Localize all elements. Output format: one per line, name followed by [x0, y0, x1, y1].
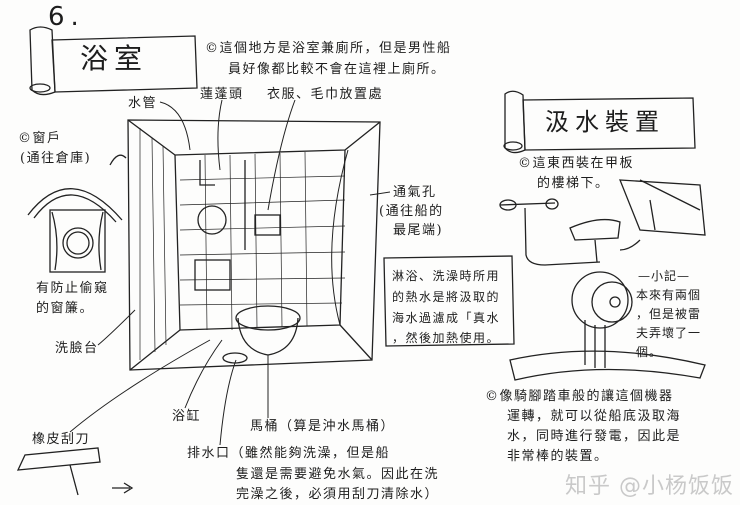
squeegee-drawing	[16, 447, 134, 496]
label-vent-sub: (通往船的	[379, 204, 444, 219]
pump-description-line: 水，同時進行發電，因此是	[507, 429, 682, 444]
label-vent-sub: 最尾端)	[393, 223, 444, 238]
label-squeegee: 橡皮刮刀	[32, 432, 91, 447]
label-clothes-towel: 衣服、毛巾放置處	[267, 87, 384, 102]
pump-description-line: 運轉，就可以從船底汲取海	[507, 409, 682, 424]
leader-lines	[69, 99, 391, 446]
hot-water-note-box	[383, 255, 515, 347]
label-washbasin: 洗臉台	[55, 341, 99, 356]
label-drain: 排水口（雖然能夠洗澡，但是船	[187, 446, 391, 461]
watermark: 知乎 @小杨饭饭	[565, 474, 734, 499]
label-toilet: 馬桶（算是沖水馬桶）	[250, 419, 396, 434]
label-vent: 通氣孔	[393, 185, 437, 200]
label-bathtub: 浴缸	[172, 409, 202, 424]
bathroom-note-line: ©這個地方是浴室兼廁所，但是男性船	[205, 41, 452, 56]
bathroom-note-line: 員好像都比較不會在這裡上廁所。	[228, 62, 446, 77]
hot-water-note-line: 淋浴、洗澡時所用	[392, 269, 501, 283]
label-shower-head: 蓮蓬頭	[200, 87, 244, 102]
pump-location-note: ©這東西裝在甲板	[518, 156, 635, 171]
pump-location-note: 的樓梯下。	[537, 176, 610, 191]
label-window: ©窗戶	[18, 131, 62, 146]
pump-drawing	[499, 179, 706, 381]
pump-scroll-banner	[503, 90, 696, 154]
pump-description-line: 非常棒的裝置。	[507, 449, 609, 464]
label-drain: 完澡之後，必須用刮刀清除水）	[236, 487, 440, 502]
bathroom-title: 浴室	[80, 42, 149, 75]
bathroom-scroll-banner	[29, 26, 198, 96]
hot-water-note-line: ，然後加熱使用。	[392, 331, 501, 345]
pump-memo-line: 本來有兩個	[636, 288, 702, 302]
label-curtain: 的窗簾。	[36, 301, 95, 316]
pump-memo-line: ，但是被雷	[636, 307, 702, 321]
label-drain: 隻還是需要避免水氣。因此在洗	[236, 467, 440, 482]
bathroom-room-drawing	[127, 119, 381, 371]
pump-description-line: ©像騎腳踏車般的讓這個機器	[485, 389, 674, 404]
window-drawing	[27, 154, 127, 273]
pump-memo-line: 個。	[636, 345, 663, 359]
label-window-sub: (通往倉庫)	[20, 151, 92, 166]
pump-memo-line: —小記—	[638, 269, 691, 283]
hot-water-note-line: 的熱水是將汲取的	[392, 290, 501, 304]
label-curtain: 有防止偷窺	[36, 281, 109, 296]
section-number: 6.	[48, 2, 85, 32]
label-pipe: 水管	[128, 96, 158, 111]
pump-title: 汲水裝置	[545, 108, 665, 136]
pump-memo-line: 夫弄壞了一	[636, 326, 702, 340]
hot-water-note-line: 海水過濾成「真水	[392, 311, 501, 325]
